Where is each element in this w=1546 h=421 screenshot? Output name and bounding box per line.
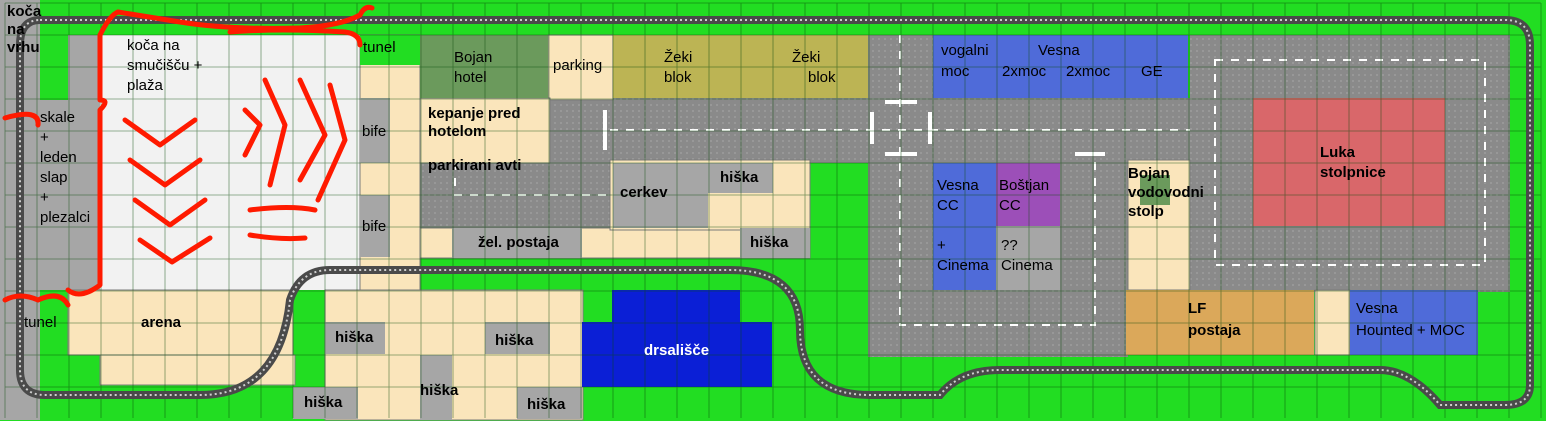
kepanje-line-2: hotelom: [428, 123, 486, 140]
skale-line-5: +: [40, 189, 49, 206]
parking-label: parking: [553, 57, 602, 74]
cerkev-box: [613, 163, 708, 228]
kepanje-line-1: kepanje pred: [428, 105, 521, 122]
bife-1-label: bife: [362, 123, 386, 140]
water-tower-line-2: vodovodni: [1128, 184, 1204, 201]
bojan-hotel-box: [420, 35, 548, 98]
zeki-blok-1-line-1: Žeki: [664, 49, 692, 66]
drsalisce-box: [612, 290, 740, 322]
cinema-2-box: [996, 226, 1060, 290]
skale-line-2: +: [40, 129, 49, 146]
vesna-cc-line-2: CC: [937, 197, 959, 214]
skale-line-1: skale: [40, 109, 75, 126]
zeki-blok-2-line-1: Žeki: [792, 49, 820, 66]
koca-smuciscu-line-1: koča na: [127, 37, 180, 54]
luka-line-1: Luka: [1320, 144, 1356, 161]
bostjan-cc-line-2: CC: [999, 197, 1021, 214]
lf-postaja-line-2: postaja: [1188, 322, 1241, 339]
hiska-7-label: hiška: [527, 396, 566, 413]
koca-smuciscu-line-3: plaža: [127, 77, 164, 94]
bife-2-label: bife: [362, 218, 386, 235]
bife-2-box: [360, 195, 390, 257]
koca-vrhu-line-2: na: [7, 21, 25, 38]
water-tower-line-1: Bojan: [1128, 165, 1170, 182]
hiska-5-box: [293, 387, 358, 419]
cinema-1-line-2: Cinema: [937, 257, 989, 274]
hiska-4-label: hiška: [495, 332, 534, 349]
railway-track: [16, 16, 1534, 409]
drsalisce-label: drsališče: [644, 342, 709, 359]
koca-vrhu-line-3: vrhu: [7, 39, 40, 56]
vogalni-moc-line-1: vogalni: [941, 42, 989, 59]
ge-label: GE: [1141, 63, 1163, 80]
water-tower-line-3: stolp: [1128, 203, 1164, 220]
skale-line-6: plezalci: [40, 209, 90, 226]
koca-na-vrhu-label: koča na vrhu: [7, 3, 42, 56]
skale-label: skale + leden slap + plezalci: [40, 109, 90, 226]
luka-line-2: stolpnice: [1320, 164, 1386, 181]
zeki-blok-2-line-2: blok: [808, 69, 836, 86]
hiska-2-box: [740, 228, 810, 258]
vesna-hounted-line-1: Vesna: [1356, 300, 1398, 317]
zeki-blok-box: [613, 35, 868, 98]
hiska-6-label: hiška: [420, 382, 459, 399]
cinema-1-line-1: +: [937, 237, 946, 254]
hiska-7-box: [517, 387, 582, 419]
grid-lines: [4, 2, 1542, 418]
tunel-top-label: tunel: [363, 39, 396, 56]
cinema-2-line-1: ??: [1001, 237, 1018, 254]
arena-label: arena: [141, 314, 182, 331]
zeki-blok-1-line-2: blok: [664, 69, 692, 86]
koca-smuciscu-line-2: smučišču +: [127, 57, 203, 74]
hiska-5-label: hiška: [304, 394, 343, 411]
parkirani-avti-label: parkirani avti: [428, 157, 521, 174]
cerkev-label: cerkev: [620, 184, 668, 201]
bostjan-cc-box: [996, 163, 1060, 226]
red-marks: [2, 4, 375, 308]
bojan-hotel-line-1: Bojan: [454, 49, 492, 66]
vogalni-moc-line-2: moc: [941, 63, 970, 80]
vesna-hounted-line-2: Hounted + MOC: [1356, 322, 1465, 339]
vesna-cc-line-1: Vesna: [937, 177, 979, 194]
tunel-top-box: [360, 35, 420, 65]
hiska-4-box: [485, 322, 550, 354]
vesna-hounted-box: [1350, 290, 1478, 355]
moc-1-label: 2xmoc: [1002, 63, 1047, 80]
cinema-2-line-2: Cinema: [1001, 257, 1053, 274]
hiska-3-label: hiška: [335, 329, 374, 346]
water-tower-box: [1140, 175, 1170, 205]
hiska-2-label: hiška: [750, 234, 789, 251]
bife-1-box: [360, 98, 390, 163]
vesna-cc-box: [933, 163, 996, 290]
bostjan-cc-line-1: Boštjan: [999, 177, 1049, 194]
skale-line-4: slap: [40, 169, 68, 186]
hiska-1-label: hiška: [720, 169, 759, 186]
skale-line-3: leden: [40, 149, 77, 166]
bojan-hotel-line-2: hotel: [454, 69, 487, 86]
hiska-1-box: [708, 163, 773, 193]
baseplate-ski-slope: [100, 35, 360, 290]
tunel-left-label: tunel: [24, 314, 57, 331]
moc-2-label: 2xmoc: [1066, 63, 1111, 80]
koca-vrhu-line-1: koča: [7, 3, 42, 20]
vesna-top-label: Vesna: [1038, 42, 1080, 59]
koca-smuciscu-label: koča na smučišču + plaža: [127, 37, 203, 94]
vesna-moc-box: [933, 35, 1188, 98]
hiska-6-box: [420, 355, 452, 420]
zel-postaja-label: žel. postaja: [478, 234, 560, 251]
hiska-3-box: [325, 322, 385, 354]
lf-postaja-line-1: LF: [1188, 300, 1206, 317]
